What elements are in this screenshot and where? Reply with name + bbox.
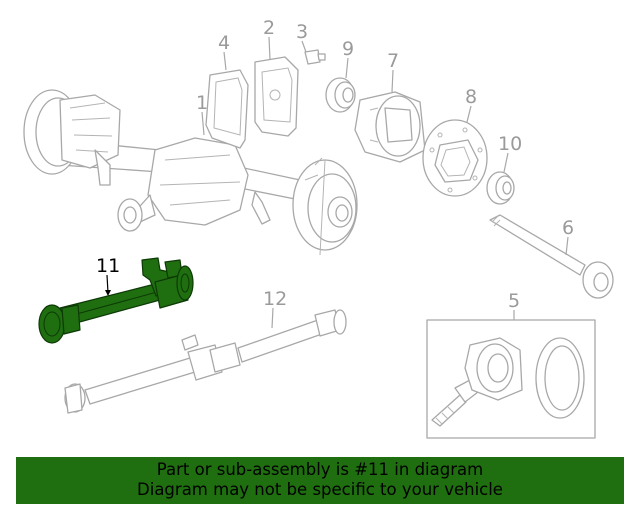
svg-text:9: 9 xyxy=(342,38,354,60)
svg-text:4: 4 xyxy=(218,32,230,54)
svg-text:6: 6 xyxy=(562,217,574,239)
svg-text:5: 5 xyxy=(508,290,520,312)
ring-gear[interactable] xyxy=(422,119,488,197)
axle-housing[interactable] xyxy=(23,89,358,256)
pinion-bearing[interactable] xyxy=(325,77,356,113)
gear-set-inset[interactable] xyxy=(426,319,596,439)
svg-text:1: 1 xyxy=(196,92,208,114)
svg-text:8: 8 xyxy=(465,86,477,108)
callout-3: 3 xyxy=(296,21,308,53)
callout-2: 2 xyxy=(263,17,275,61)
callout-10: 10 xyxy=(498,133,522,173)
svg-text:12: 12 xyxy=(263,288,287,310)
callout-4: 4 xyxy=(218,32,230,71)
callout-1: 1 xyxy=(196,92,208,136)
svg-text:11: 11 xyxy=(96,255,120,277)
callout-7: 7 xyxy=(387,50,399,93)
callout-5: 5 xyxy=(508,290,520,320)
svg-text:3: 3 xyxy=(296,21,308,43)
parts-diagram: 1 2 3 4 9 7 8 10 6 5 12 11 xyxy=(23,17,614,439)
diff-cover-gasket[interactable] xyxy=(205,69,249,149)
axle-shaft[interactable] xyxy=(489,214,614,299)
svg-text:10: 10 xyxy=(498,133,522,155)
callout-8: 8 xyxy=(465,86,477,123)
callout-6: 6 xyxy=(562,217,574,256)
carrier-housing[interactable] xyxy=(354,91,426,163)
side-bearing[interactable] xyxy=(486,171,515,205)
driveshaft[interactable] xyxy=(64,309,347,414)
svg-text:2: 2 xyxy=(263,17,275,39)
callout-12: 12 xyxy=(263,288,287,329)
banner-line-2: Diagram may not be specific to your vehi… xyxy=(137,480,503,499)
banner-line-1: Part or sub-assembly is #11 in diagram xyxy=(156,460,484,479)
callout-9: 9 xyxy=(342,38,354,79)
svg-text:7: 7 xyxy=(387,50,399,72)
diff-cover[interactable] xyxy=(254,56,299,137)
info-banner: Part or sub-assembly is #11 in diagram D… xyxy=(16,457,624,504)
callout-11: 11 xyxy=(96,255,120,296)
fill-plug[interactable] xyxy=(304,49,326,65)
part-11-highlighted[interactable] xyxy=(38,257,194,344)
